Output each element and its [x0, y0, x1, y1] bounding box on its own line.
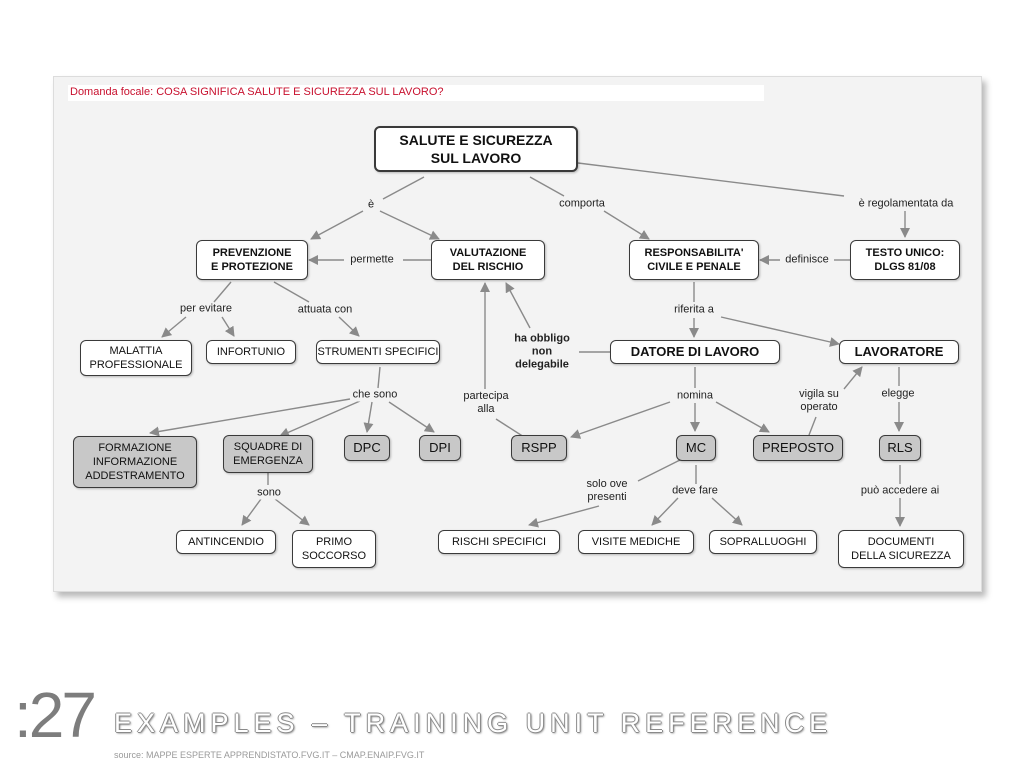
node-dpc[interactable]: DPC	[344, 435, 390, 461]
focal-question: Domanda focale: COSA SIGNIFICA SALUTE E …	[70, 86, 444, 98]
node-antincendio[interactable]: ANTINCENDIO	[176, 530, 276, 554]
link-label-e: è	[365, 198, 377, 212]
link-label-ha-obbligo: ha obbligo non delegabile	[512, 332, 572, 372]
link-nomina-rspp	[570, 401, 671, 439]
link-riferita-lavor	[720, 316, 840, 347]
link-devefare-visite	[651, 497, 679, 526]
link-label-sono: sono	[255, 486, 283, 500]
link-salute-to-comporta	[529, 176, 565, 197]
slide-source: source: MAPPE ESPERTE APPRENDISTATO.FVG.…	[114, 750, 425, 760]
link-e-to-valutazione	[379, 210, 440, 240]
link-sono-antincendio	[241, 498, 262, 526]
node-testo-unico[interactable]: TESTO UNICO: DLGS 81/08	[850, 240, 960, 280]
link-label-puo-accedere: può accedere ai	[858, 484, 942, 498]
link-comporta-to-resp	[603, 210, 650, 240]
node-primo-soccorso[interactable]: PRIMO SOCCORSO	[292, 530, 376, 568]
link-chesono-squadre	[279, 400, 361, 437]
link-preposto-vigila	[808, 416, 817, 436]
node-infortunio[interactable]: INFORTUNIO	[206, 340, 296, 364]
link-chesono-formazione	[149, 398, 351, 437]
node-visite-mediche[interactable]: VISITE MEDICHE	[578, 530, 694, 554]
link-label-elegge: elegge	[879, 387, 917, 401]
node-rspp[interactable]: RSPP	[511, 435, 567, 461]
node-documenti[interactable]: DOCUMENTI DELLA SICUREZZA	[838, 530, 964, 568]
link-sono-primo	[274, 498, 310, 526]
link-perevitare-infort	[221, 316, 235, 337]
link-prev-to-pereviare	[213, 281, 232, 303]
node-mc[interactable]: MC	[676, 435, 716, 461]
link-label-permette: permette	[348, 253, 396, 267]
node-dpi[interactable]: DPI	[419, 435, 461, 461]
node-squadre[interactable]: SQUADRE DI EMERGENZA	[223, 435, 313, 473]
link-vigila-lavoratore	[843, 366, 863, 390]
link-label-partecipa: partecipa alla	[461, 390, 511, 416]
concept-map: Domanda focale: COSA SIGNIFICA SALUTE E …	[53, 76, 982, 592]
slide-title: EXAMPLES – TRAINING UNIT REFERENCE	[114, 708, 833, 738]
link-e-to-prevenzione	[310, 210, 364, 240]
link-label-regolamentata: è regolamentata da	[856, 197, 956, 211]
link-label-riferita-a: riferita a	[672, 303, 716, 317]
node-lavoratore[interactable]: LAVORATORE	[839, 340, 959, 364]
link-chesono-dpc	[363, 401, 374, 433]
link-perevitare-malattia	[161, 316, 187, 338]
node-prevenzione[interactable]: PREVENZIONE E PROTEZIONE	[196, 240, 308, 280]
link-soloove-rischi	[528, 505, 600, 528]
node-malattia[interactable]: MALATTIA PROFESSIONALE	[80, 340, 192, 376]
link-label-definisce: definisce	[783, 253, 831, 267]
link-salute-to-regol	[577, 162, 845, 197]
link-prev-to-attuata	[273, 281, 310, 303]
link-chesono-dpi	[388, 401, 435, 433]
node-formazione[interactable]: FORMAZIONE INFORMAZIONE ADDESTRAMENTO	[73, 436, 197, 488]
link-salute-to-e	[382, 176, 425, 200]
link-rspp-partecipa	[495, 418, 525, 438]
node-responsabilita[interactable]: RESPONSABILITA' CIVILE E PENALE	[629, 240, 759, 280]
node-salute-sicurezza[interactable]: SALUTE E SICUREZZA SUL LAVORO	[374, 126, 578, 172]
slide-number: :27	[14, 679, 97, 751]
link-label-deve-fare: deve fare	[670, 484, 720, 498]
link-label-comporta: comporta	[557, 197, 607, 211]
link-label-solo-ove: solo ove presenti	[584, 478, 630, 504]
node-rls[interactable]: RLS	[879, 435, 921, 461]
link-label-attuata-con: attuata con	[295, 303, 355, 317]
link-label-nomina: nomina	[674, 389, 716, 403]
node-sopralluoghi[interactable]: SOPRALLUOGHI	[709, 530, 817, 554]
link-obbligo-valut1	[505, 282, 531, 329]
link-strumenti-chesono	[377, 366, 381, 389]
node-rischi-specifici[interactable]: RISCHI SPECIFICI	[438, 530, 560, 554]
node-valutazione[interactable]: VALUTAZIONE DEL RISCHIO	[431, 240, 545, 280]
link-label-vigila: vigila su operato	[797, 388, 841, 414]
link-devefare-sopral	[711, 497, 743, 526]
node-datore[interactable]: DATORE DI LAVORO	[610, 340, 780, 364]
link-label-che-sono: che sono	[350, 388, 400, 402]
focal-question-band	[68, 85, 764, 101]
concept-map-connections	[149, 162, 910, 528]
link-label-per-evitare: per evitare	[178, 302, 234, 316]
node-preposto[interactable]: PREPOSTO	[753, 435, 843, 461]
link-nomina-preposto	[715, 401, 770, 433]
link-mc-soloove	[637, 458, 683, 482]
node-strumenti[interactable]: STRUMENTI SPECIFICI	[316, 340, 440, 364]
link-attuata-strumenti	[338, 316, 360, 337]
